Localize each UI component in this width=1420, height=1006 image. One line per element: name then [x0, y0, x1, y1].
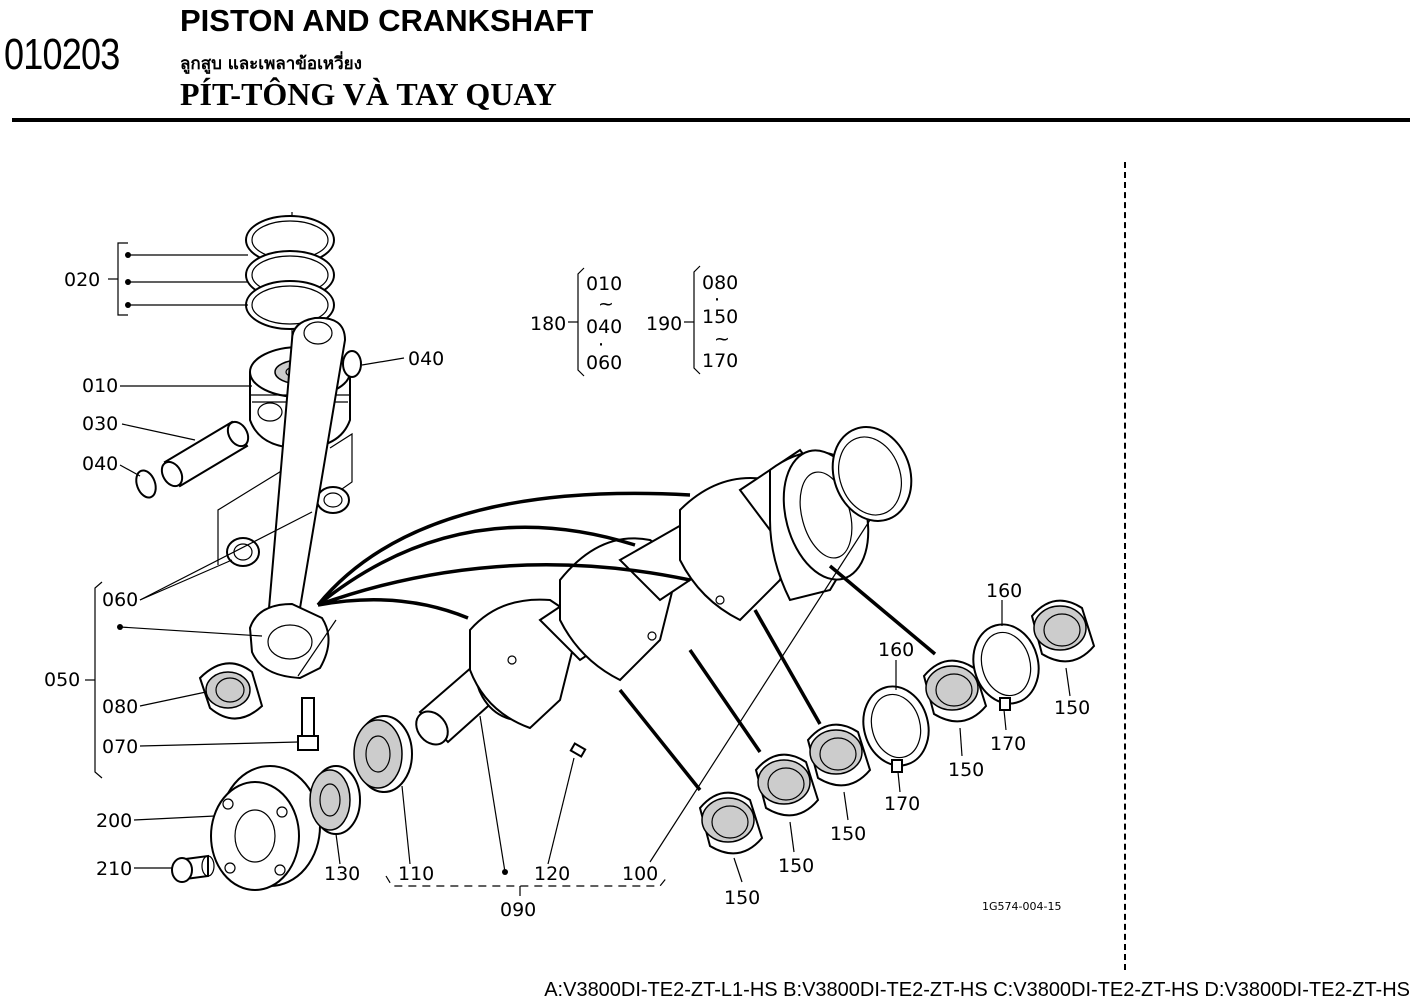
- section-divider: [1124, 162, 1126, 970]
- drawing-ref-number: 1G574-004-15: [982, 900, 1061, 913]
- leader-150-d: [959, 727, 963, 757]
- group-180-item-5: 060: [586, 352, 622, 374]
- group-190-item-1: 080: [702, 272, 738, 294]
- callout-150-c: 150: [830, 823, 866, 845]
- big-end-bearing-drawing: [198, 662, 264, 720]
- leader-170-a: [897, 771, 901, 793]
- callout-110: 110: [398, 863, 434, 885]
- callout-060: 060: [102, 589, 138, 611]
- model-list: A:V3800DI-TE2-ZT-L1-HS B:V3800DI-TE2-ZT-…: [544, 979, 1410, 1001]
- leader-080: [139, 691, 207, 707]
- key-drawing: [569, 742, 587, 758]
- callout-080: 080: [102, 696, 138, 718]
- title-vietnamese: PÍT-TÔNG VÀ TAY QUAY: [180, 76, 557, 112]
- group-190-label: 190: [646, 313, 682, 335]
- callout-group-090: [385, 715, 669, 896]
- circlip-lower-drawing: [119, 464, 157, 499]
- leader-100: [649, 519, 871, 863]
- leader-150-a: [733, 857, 743, 883]
- set-group-180: 180 010 ~ 040 · 060: [530, 267, 622, 377]
- main-bearing-5-drawing: [1030, 599, 1096, 663]
- callout-170-a: 170: [884, 793, 920, 815]
- callout-150-a: 150: [724, 887, 760, 909]
- callout-160-b: 160: [986, 580, 1022, 602]
- crankshaft-drawing: [415, 448, 870, 746]
- callout-030: 030: [82, 413, 118, 435]
- callout-group-020: [108, 242, 248, 316]
- group-190-item-5: 170: [702, 350, 738, 372]
- callout-040-lower: 040: [82, 453, 118, 475]
- assembly-arrows: [316, 491, 937, 792]
- group-180-item-3: 040: [586, 316, 622, 338]
- gear-110-drawing: [353, 715, 413, 793]
- set-group-190: 190 080 · 150 ~ 170: [646, 265, 738, 375]
- callout-040-upper: 040: [408, 348, 444, 370]
- callout-200: 200: [96, 810, 132, 832]
- group-180-item-1: 010: [586, 273, 622, 295]
- main-bearing-2-drawing: [754, 753, 820, 817]
- main-bearing-1-drawing: [698, 791, 764, 855]
- callout-130: 130: [324, 863, 360, 885]
- circlip-upper-drawing: [342, 350, 405, 378]
- piston-pin-drawing: [160, 420, 250, 488]
- group-190-item-3: 150: [702, 306, 738, 328]
- leader-120: [547, 757, 575, 865]
- leader-150-e: [1065, 667, 1071, 697]
- group-190-item-2: ·: [714, 289, 720, 311]
- main-bearing-3-drawing: [806, 723, 872, 787]
- thrust-washer-1-drawing: [862, 685, 930, 773]
- callout-020: 020: [64, 269, 100, 291]
- leader-150-c: [843, 791, 849, 821]
- gear-130-drawing: [309, 765, 361, 835]
- pulley-bolt-drawing: [171, 854, 215, 883]
- title-english: PISTON AND CRANKSHAFT: [180, 3, 594, 38]
- thrust-washer-2-drawing: [972, 623, 1040, 711]
- group-180-item-2: ~: [598, 293, 614, 315]
- callout-100: 100: [622, 863, 658, 885]
- leader-110: [401, 785, 411, 865]
- leader-200: [133, 815, 216, 821]
- group-180-label: 180: [530, 313, 566, 335]
- main-bearing-4-drawing: [922, 659, 988, 723]
- callout-150-d: 150: [948, 759, 984, 781]
- leader-030: [121, 423, 196, 441]
- callout-150-e: 150: [1054, 697, 1090, 719]
- group-180-item-4: ·: [598, 334, 604, 356]
- title-thai: ลูกสูบ และเพลาข้อเหวี่ยง: [180, 54, 362, 74]
- leader-170-b: [1003, 709, 1007, 731]
- leader-070: [139, 741, 299, 747]
- header-rule: [12, 118, 1410, 122]
- callout-160-a: 160: [878, 639, 914, 661]
- callout-090: 090: [500, 899, 536, 921]
- leader-150-b: [789, 821, 795, 853]
- leader-130: [335, 833, 341, 865]
- callout-010: 010: [82, 375, 118, 397]
- rear-bearing-drawing: [831, 426, 913, 522]
- section-code: 010203: [4, 30, 120, 79]
- callout-150-b: 150: [778, 855, 814, 877]
- callout-170-b: 170: [990, 733, 1026, 755]
- group-190-item-4: ~: [714, 328, 730, 350]
- callout-group-050: [85, 511, 313, 779]
- crank-pulley-drawing: [210, 765, 321, 891]
- callout-120: 120: [534, 863, 570, 885]
- rod-bolt-drawing: [297, 697, 319, 751]
- callout-070: 070: [102, 736, 138, 758]
- callout-050: 050: [44, 669, 80, 691]
- callout-210: 210: [96, 858, 132, 880]
